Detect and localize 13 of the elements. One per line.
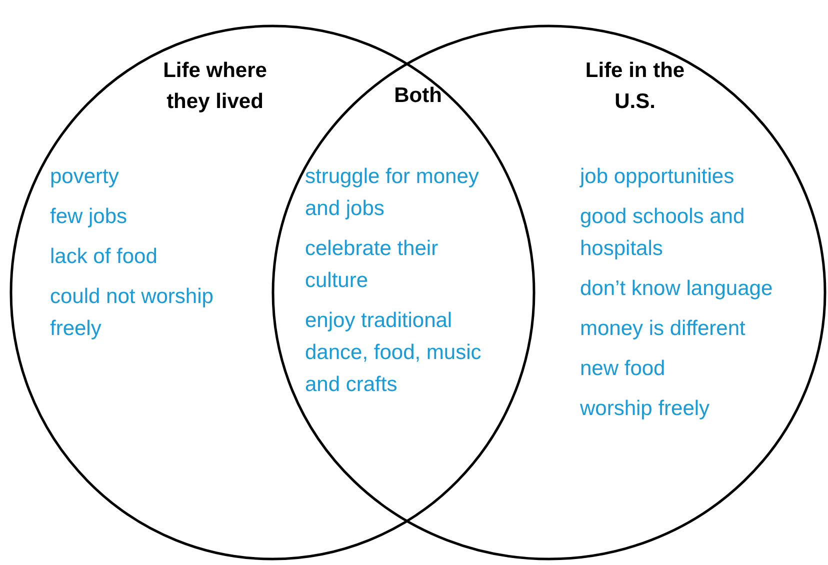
list-item: enjoy traditional dance, food, music and crafts [305,308,482,398]
list-item: worship freely [580,396,711,422]
list-item: money is different [580,316,746,342]
list-item: poverty [50,164,120,190]
list-item: few jobs [50,204,128,230]
list-item: lack of food [50,244,158,270]
list-item: new food [580,356,666,382]
list-item: could not worship freely [50,284,214,342]
list-item: job opportunities [580,164,736,190]
list-item: don’t know language [580,276,774,302]
region-heading: Both [393,83,443,109]
circle-heading: Life in the U.S. [585,58,685,115]
circle-heading: Life where they lived [162,58,268,115]
